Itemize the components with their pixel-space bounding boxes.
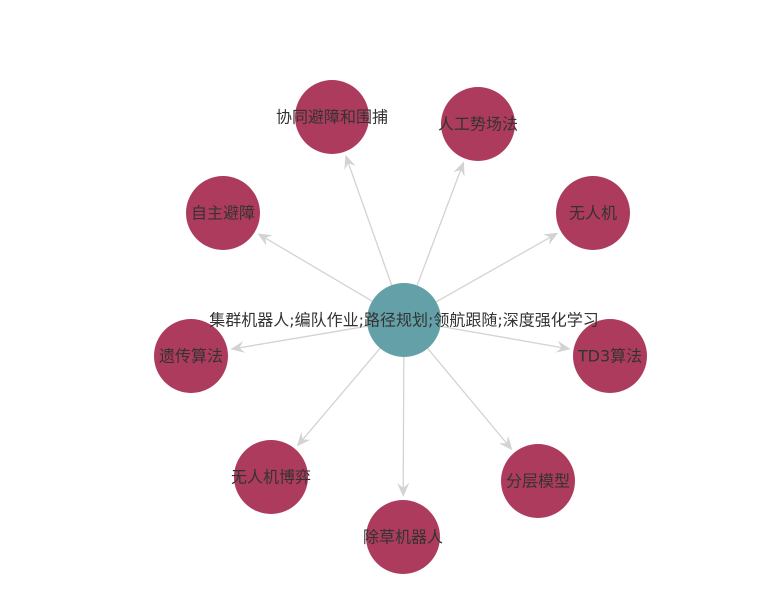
- edge-line-n4: [434, 235, 554, 304]
- node-circle-n8[interactable]: [501, 444, 575, 518]
- node-circle-n9[interactable]: [366, 500, 440, 574]
- edges-layer: [230, 154, 571, 497]
- arrowhead-n8: [498, 435, 513, 451]
- node-circle-n4[interactable]: [556, 176, 630, 250]
- node-label-n9: 除草机器人: [363, 528, 443, 547]
- node-label-n1: 协同避障和围捕: [276, 108, 388, 127]
- edge-line-n7: [300, 346, 382, 443]
- arrowhead-n2: [453, 161, 465, 177]
- node-label-n7: 无人机博弈: [231, 468, 311, 487]
- arrowhead-n5: [230, 341, 246, 353]
- node-label-n2: 人工势场法: [438, 115, 518, 134]
- node-label-n6: TD3算法: [577, 347, 642, 366]
- node-label-n3: 自主避障: [191, 204, 255, 223]
- edge-line-n9: [402, 354, 405, 492]
- center-node-label: 集群机器人;编队作业;路径规划;领航跟随;深度强化学习: [209, 311, 599, 330]
- node-circle-n3[interactable]: [186, 176, 260, 250]
- arrowhead-n3: [257, 233, 273, 246]
- node-circle-n7[interactable]: [234, 440, 308, 514]
- nodes-layer: [154, 80, 647, 574]
- node-circle-n5[interactable]: [154, 319, 228, 393]
- edge-line-n6: [438, 325, 565, 349]
- arrowhead-n4: [543, 232, 559, 245]
- node-circle-n1[interactable]: [295, 80, 369, 154]
- node-label-n8: 分层模型: [506, 472, 570, 491]
- edge-line-n1: [346, 160, 393, 288]
- node-label-n5: 遗传算法: [159, 347, 223, 366]
- edge-line-n8: [425, 346, 510, 447]
- node-circle-n6[interactable]: [573, 319, 647, 393]
- arrowhead-n6: [555, 340, 571, 353]
- center-node-circle[interactable]: [367, 283, 441, 357]
- edge-line-n5: [236, 325, 370, 349]
- edge-line-n2: [415, 166, 463, 288]
- arrowhead-n9: [397, 483, 410, 497]
- node-label-n4: 无人机: [569, 204, 617, 223]
- node-circle-n2[interactable]: [441, 87, 515, 161]
- arrowhead-n7: [296, 431, 311, 447]
- edge-line-n3: [262, 235, 375, 303]
- arrowhead-n1: [344, 154, 356, 170]
